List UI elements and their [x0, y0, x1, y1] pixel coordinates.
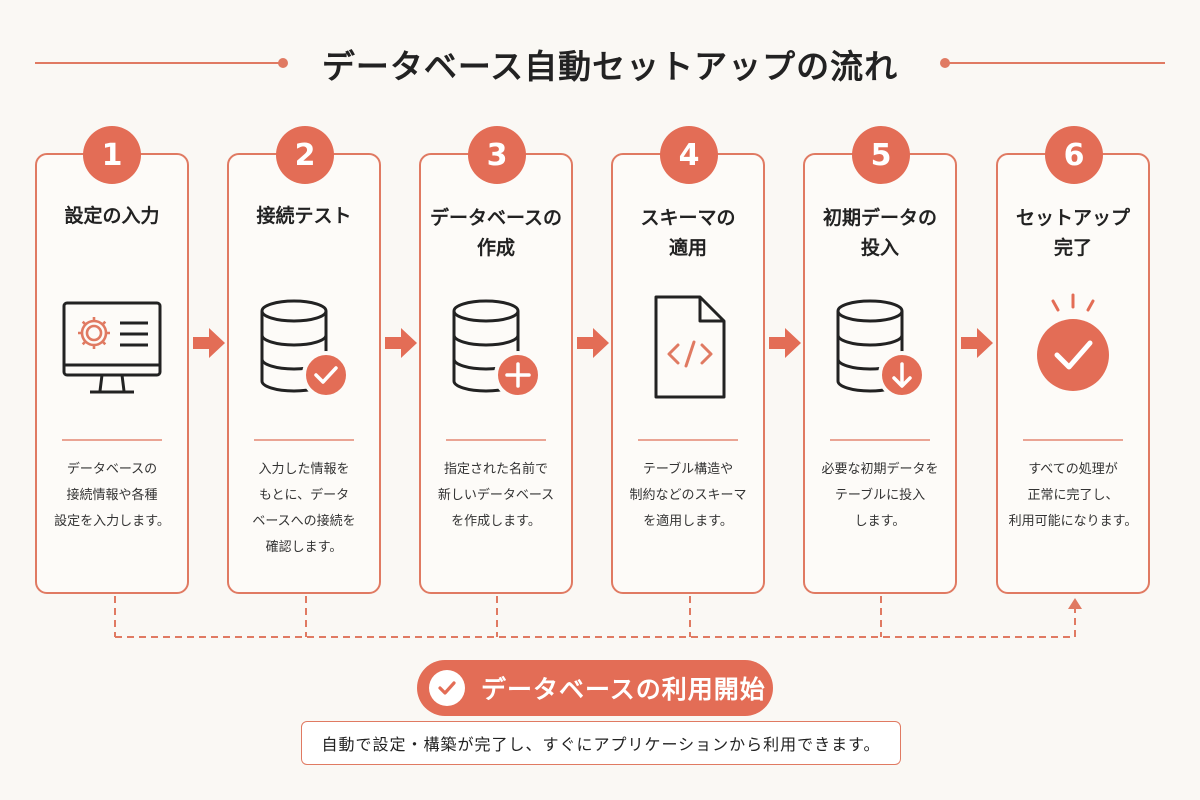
flow-arrow-icon	[577, 328, 609, 358]
step-title: 接続テスト	[229, 201, 379, 231]
dashed-connector	[114, 596, 1082, 638]
step-title-line: 適用	[668, 237, 707, 259]
step-desc-line: 接続情報や各種	[66, 488, 158, 503]
title-row: データベース自動セットアップの流れ	[0, 40, 1200, 88]
database-download-icon	[836, 299, 926, 399]
step-desc-line: データベースの	[66, 462, 158, 477]
step-card-5: 初期データの 投入 必要な初期データを テーブルに投入 します。	[803, 153, 957, 594]
step-desc-line: 確認します。	[265, 540, 343, 555]
step-title-line: 作成	[476, 237, 515, 259]
step-description: テーブル構造や 制約などのスキーマ を適用します。	[613, 457, 763, 535]
step-title: 初期データの 投入	[805, 203, 955, 263]
step-card-3: データベースの 作成 指定された名前で 新しいデータベース を作成します。	[419, 153, 573, 594]
step-desc-line: します。	[854, 514, 906, 529]
step-number-4: 4	[660, 126, 718, 184]
title-dot-right	[940, 58, 950, 68]
step-description: 必要な初期データを テーブルに投入 します。	[805, 457, 955, 535]
check-circle-icon	[1037, 293, 1109, 391]
step-title: 設定の入力	[37, 201, 187, 231]
step-desc-line: を作成します。	[451, 514, 541, 529]
step-desc-line: を適用します。	[643, 514, 733, 529]
result-badge: データベースの利用開始	[417, 660, 773, 716]
flow-arrow-icon	[193, 328, 225, 358]
step-card-6: セットアップ 完了 すべての処理が 正常に完了し、 利用可能になります。	[996, 153, 1150, 594]
step-number-1: 1	[83, 126, 141, 184]
result-note: 自動で設定・構築が完了し、すぐにアプリケーションから利用できます。	[301, 721, 901, 765]
database-plus-icon	[452, 299, 542, 399]
step-card-4: スキーマの 適用 テーブル構造や 制約などのスキーマ を適用します。	[611, 153, 765, 594]
check-circle-icon	[429, 670, 465, 706]
step-desc-line: すべての処理が	[1028, 462, 1118, 477]
step-description: 指定された名前で 新しいデータベース を作成します。	[421, 457, 571, 535]
result-label: データベースの利用開始	[481, 675, 766, 704]
step-title-line: データベースの	[429, 207, 563, 229]
step-desc-line: 制約などのスキーマ	[629, 488, 747, 503]
step-divider	[830, 439, 930, 441]
step-description: 入力した情報を もとに、データ ベースへの接続を 確認します。	[229, 457, 379, 561]
step-card-1: 設定の入力 データベースの 接続情報や各種 設定を入力します。	[35, 153, 189, 594]
step-title-line: 接続テスト	[256, 205, 352, 227]
step-desc-line: 利用可能になります。	[1008, 514, 1138, 529]
step-title-line: 初期データの	[822, 207, 937, 229]
title-line-left	[35, 62, 280, 64]
step-title-line: 完了	[1053, 237, 1092, 259]
flow-arrow-icon	[769, 328, 801, 358]
step-number-5: 5	[852, 126, 910, 184]
step-number-3: 3	[468, 126, 526, 184]
step-number-6: 6	[1045, 126, 1103, 184]
step-title-line: スキーマの	[640, 207, 736, 229]
step-title-line: 設定の入力	[64, 205, 160, 227]
step-desc-line: もとに、データ	[258, 488, 350, 503]
step-desc-line: テーブル構造や	[642, 462, 734, 477]
flow-arrow-icon	[385, 328, 417, 358]
step-desc-line: 正常に完了し、	[1027, 488, 1119, 503]
code-document-icon	[654, 295, 726, 399]
step-number-2: 2	[276, 126, 334, 184]
step-description: すべての処理が 正常に完了し、 利用可能になります。	[998, 457, 1148, 535]
step-desc-line: 設定を入力します。	[54, 514, 170, 529]
step-divider	[1023, 439, 1123, 441]
step-divider	[254, 439, 354, 441]
database-check-icon	[260, 299, 350, 399]
step-title: スキーマの 適用	[613, 203, 763, 263]
page-title: データベース自動セットアップの流れ	[321, 47, 899, 86]
step-desc-line: テーブルに投入	[834, 488, 926, 503]
step-title: データベースの 作成	[421, 203, 571, 263]
step-divider	[446, 439, 546, 441]
step-desc-line: 新しいデータベース	[437, 488, 555, 503]
step-desc-line: ベースへの接続を	[252, 514, 356, 529]
step-card-2: 接続テスト 入力した情報を もとに、データ ベースへの接続を 確認します。	[227, 153, 381, 594]
step-description: データベースの 接続情報や各種 設定を入力します。	[37, 457, 187, 535]
step-title-line: 投入	[860, 237, 899, 259]
step-title: セットアップ 完了	[998, 203, 1148, 263]
step-divider	[638, 439, 738, 441]
flow-arrow-icon	[961, 328, 993, 358]
step-title-line: セットアップ	[1015, 207, 1130, 229]
title-dot-left	[278, 58, 288, 68]
title-line-right	[948, 62, 1165, 64]
step-desc-line: 入力した情報を	[258, 462, 350, 477]
step-divider	[62, 439, 162, 441]
monitor-gear-icon	[62, 301, 162, 394]
step-desc-line: 指定された名前で	[443, 462, 548, 477]
step-desc-line: 必要な初期データを	[821, 462, 939, 477]
